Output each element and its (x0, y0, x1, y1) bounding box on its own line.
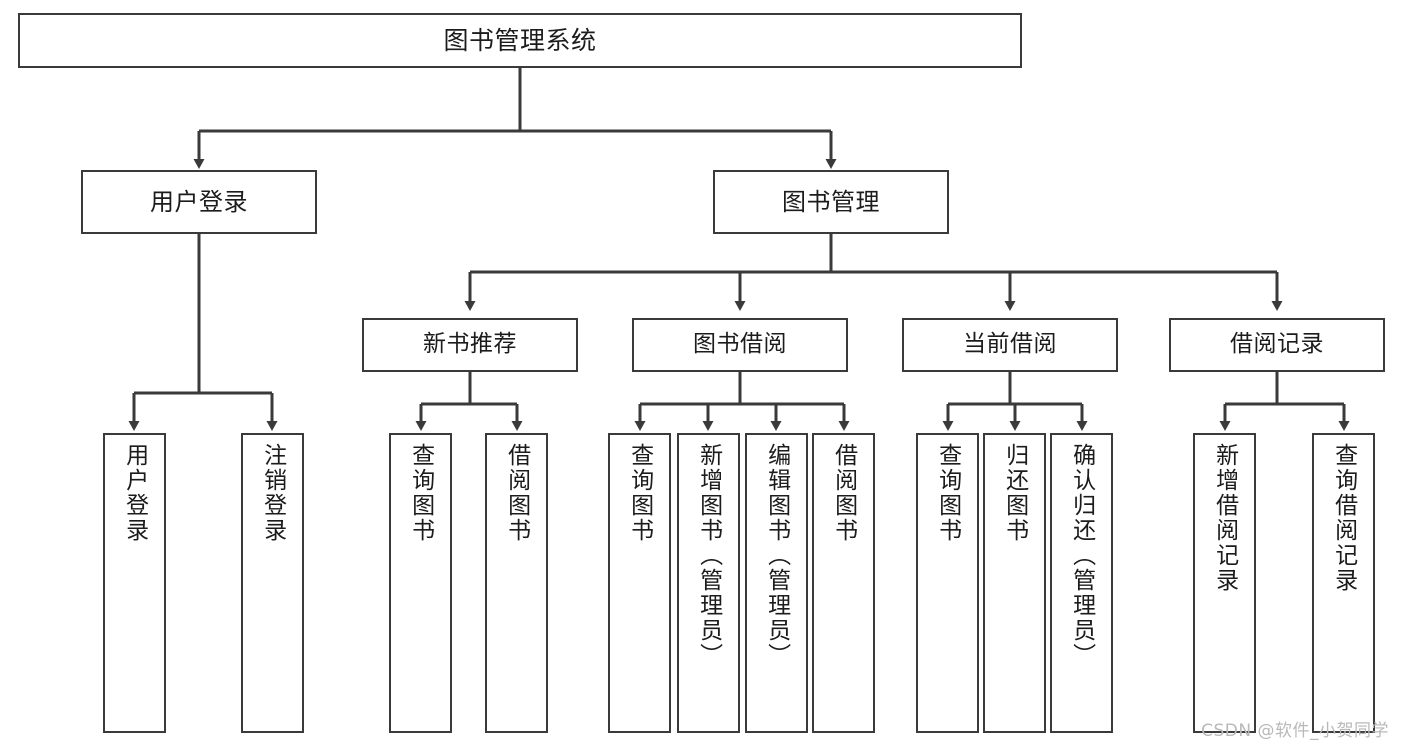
leaf-borrow-book[interactable]: 借阅图书 (812, 433, 875, 733)
node-label: 借阅图书 (830, 443, 857, 543)
leaf-add-borrow-record[interactable]: 新增借阅记录 (1193, 433, 1256, 733)
node-label: 编辑图书（管理员） (763, 443, 790, 668)
node-label: 图书借阅 (693, 331, 787, 358)
node-label: 借阅记录 (1230, 331, 1324, 358)
node-label: 注销登录 (259, 443, 286, 543)
node-current-borrow[interactable]: 当前借阅 (902, 318, 1118, 372)
leaf-query-borrow-record[interactable]: 查询借阅记录 (1312, 433, 1375, 733)
node-label: 查询图书 (626, 443, 653, 543)
node-new-book-recommend[interactable]: 新书推荐 (362, 318, 578, 372)
node-label: 新增图书（管理员） (695, 443, 722, 668)
leaf-edit-book-admin[interactable]: 编辑图书（管理员） (745, 433, 808, 733)
node-label: 确认归还（管理员） (1068, 443, 1095, 668)
node-borrow-record[interactable]: 借阅记录 (1169, 318, 1385, 372)
leaf-user-login[interactable]: 用户登录 (103, 433, 166, 733)
node-user-login[interactable]: 用户登录 (81, 170, 317, 234)
node-label: 用户登录 (121, 443, 148, 543)
node-book-management[interactable]: 图书管理 (713, 170, 949, 234)
node-book-borrow[interactable]: 图书借阅 (632, 318, 848, 372)
node-label: 新增借阅记录 (1211, 443, 1238, 593)
leaf-confirm-return-admin[interactable]: 确认归还（管理员） (1050, 433, 1113, 733)
node-label: 归还图书 (1001, 443, 1028, 543)
node-label: 用户登录 (150, 187, 248, 216)
leaf-query-book-recommend[interactable]: 查询图书 (389, 433, 452, 733)
csdn-watermark: CSDN @软件_小贺同学 (1201, 721, 1389, 741)
node-label: 查询借阅记录 (1330, 443, 1357, 593)
node-label: 当前借阅 (963, 331, 1057, 358)
leaf-return-book[interactable]: 归还图书 (983, 433, 1046, 733)
node-label: 图书管理 (782, 187, 880, 216)
node-root-book-management-system[interactable]: 图书管理系统 (18, 13, 1022, 68)
leaf-query-book-borrow[interactable]: 查询图书 (608, 433, 671, 733)
node-label: 查询图书 (407, 443, 434, 543)
leaf-logout[interactable]: 注销登录 (241, 433, 304, 733)
node-label: 图书管理系统 (443, 25, 597, 55)
leaf-borrow-book-recommend[interactable]: 借阅图书 (485, 433, 548, 733)
node-label: 新书推荐 (423, 331, 517, 358)
leaf-add-book-admin[interactable]: 新增图书（管理员） (677, 433, 740, 733)
leaf-query-book-current[interactable]: 查询图书 (916, 433, 979, 733)
node-label: 借阅图书 (503, 443, 530, 543)
node-label: 查询图书 (934, 443, 961, 543)
